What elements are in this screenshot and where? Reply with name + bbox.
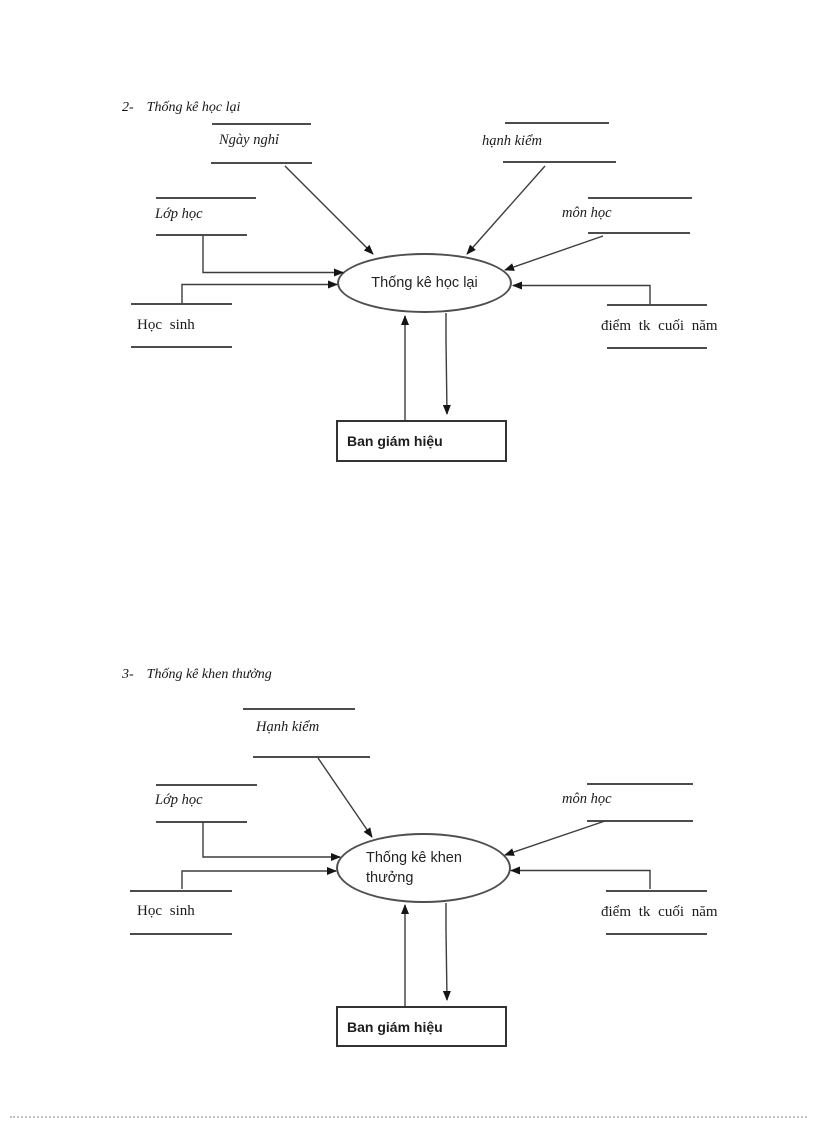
store-mon-hoc-2-label: môn học <box>562 791 612 807</box>
store-hoc-sinh-2-label: Học sinh <box>137 903 195 919</box>
store-ngay-nghi-label: Ngày nghỉ <box>219 132 280 148</box>
store-diem-tk-2-topline <box>606 890 707 892</box>
diagram1-title: 2- Thống kê học lại <box>122 99 240 117</box>
flow-process1-to-entity1 <box>442 313 451 415</box>
store-diem-tk-1-bottomline <box>607 347 707 349</box>
store-hanh-kiem-2-label: Hạnh kiểm <box>256 719 320 735</box>
store-hoc-sinh-2-topline <box>130 890 232 892</box>
store-hanh-kiem-1-topline <box>505 122 609 124</box>
flow-mon-hoc-to-process2 <box>504 820 606 856</box>
store-lop-hoc-1-bottomline <box>156 234 247 236</box>
process-thong-ke-khen-thuong-line1: Thống kê khen <box>366 850 462 866</box>
flow-lop-hoc-to-process1 <box>202 236 344 277</box>
page-footer-dotted-divider <box>10 1116 807 1118</box>
entity-ban-giam-hieu-1: Ban giám hiệu <box>336 420 507 462</box>
store-mon-hoc-1-label: môn học <box>562 205 612 221</box>
flow-process2-to-entity2 <box>442 903 451 1001</box>
store-mon-hoc-2-topline <box>587 783 693 785</box>
diagram1-number: 2- <box>122 100 134 115</box>
entity-ban-giam-hieu-2: Ban giám hiệu <box>336 1006 507 1047</box>
flow-hanh-kiem-to-process1 <box>466 165 546 255</box>
store-hoc-sinh-2-bottomline <box>130 933 232 935</box>
store-lop-hoc-1-label: Lớp học <box>155 206 203 222</box>
diagram2-title-text: Thống kê khen thưởng <box>146 667 272 682</box>
process-thong-ke-hoc-lai: Thống kê học lại <box>337 253 512 313</box>
store-mon-hoc-2-bottomline <box>587 820 693 822</box>
process-thong-ke-khen-thuong: Thống kê khen thưởng <box>336 833 511 903</box>
flow-hoc-sinh-to-process2 <box>181 867 337 889</box>
flow-diem-tk-to-process1 <box>512 281 651 304</box>
store-hanh-kiem-1-label: hạnh kiểm <box>482 133 542 149</box>
diagram2-title: 3- Thống kê khen thưởng <box>122 666 272 684</box>
diagram1-title-text: Thống kê học lại <box>146 100 241 115</box>
flow-hoc-sinh-to-process1 <box>181 280 338 303</box>
store-diem-tk-2-label: điểm tk cuối năm <box>601 904 718 920</box>
store-lop-hoc-1-topline <box>156 197 256 199</box>
store-hanh-kiem-2-bottomline <box>253 756 370 758</box>
store-ngay-nghi-bottomline <box>211 162 312 164</box>
process-thong-ke-khen-thuong-line2: thưởng <box>366 870 414 886</box>
flow-hanh-kiem-to-process2 <box>317 757 373 838</box>
store-hanh-kiem-1-bottomline <box>503 161 616 163</box>
store-hoc-sinh-1-bottomline <box>131 346 232 348</box>
flow-ngay-nghi-to-process1 <box>284 165 374 255</box>
store-lop-hoc-2-label: Lớp học <box>155 792 203 808</box>
store-ngay-nghi-topline <box>212 123 311 125</box>
diagram2-number: 3- <box>122 667 134 682</box>
store-diem-tk-1-label: điểm tk cuối năm <box>601 318 718 334</box>
store-diem-tk-2-bottomline <box>606 933 707 935</box>
flow-mon-hoc-to-process1 <box>504 235 604 271</box>
entity-ban-giam-hieu-1-label: Ban giám hiệu <box>347 433 443 449</box>
flow-lop-hoc-to-process2 <box>202 822 341 861</box>
entity-ban-giam-hieu-2-label: Ban giám hiệu <box>347 1018 443 1035</box>
store-lop-hoc-2-bottomline <box>156 821 247 823</box>
store-diem-tk-1-topline <box>607 304 707 306</box>
store-hoc-sinh-1-topline <box>131 303 232 305</box>
store-hanh-kiem-2-topline <box>243 708 355 710</box>
store-mon-hoc-1-bottomline <box>588 232 690 234</box>
process-thong-ke-hoc-lai-label: Thống kê học lại <box>371 275 478 291</box>
flow-diem-tk-to-process2 <box>510 866 651 889</box>
store-lop-hoc-2-topline <box>156 784 257 786</box>
store-hoc-sinh-1-label: Học sinh <box>137 317 195 333</box>
store-mon-hoc-1-topline <box>588 197 692 199</box>
